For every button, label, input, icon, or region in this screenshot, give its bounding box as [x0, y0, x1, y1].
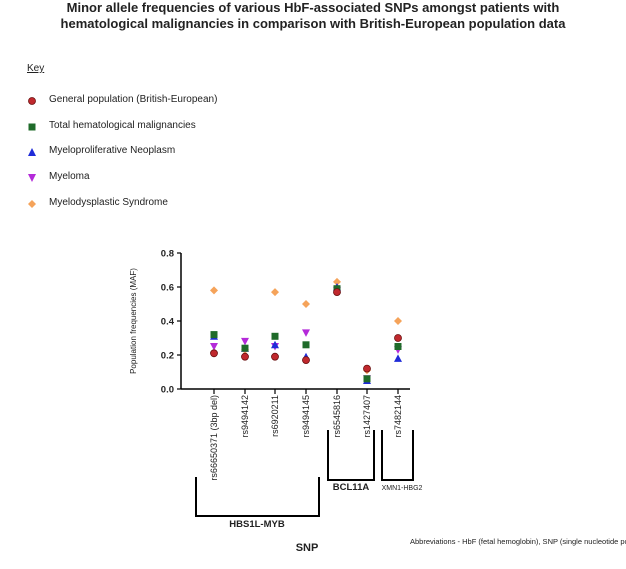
y-tick-label: 0.0 — [161, 385, 174, 396]
x-tick-label: rs1427407 — [362, 395, 372, 438]
data-point-diamond — [271, 288, 279, 297]
y-tick-label: 0.6 — [161, 283, 174, 294]
x-axis-label: SNP — [296, 542, 319, 554]
data-point-circle — [394, 334, 402, 342]
data-point-circle — [241, 352, 249, 361]
data-point-square — [302, 341, 310, 349]
data-point-diamond — [333, 277, 341, 286]
legend-label: Myelodysplastic Syndrome — [49, 197, 168, 208]
data-point-diamond — [210, 286, 218, 295]
data-point-square — [363, 375, 371, 383]
y-tick-label: 0.4 — [161, 317, 175, 328]
legend-marker-circle — [28, 97, 36, 105]
data-point-triangle-down — [210, 343, 218, 351]
data-point-circle — [363, 364, 371, 373]
legend-label: Myeloma — [49, 171, 90, 182]
legend-label: Total hematological malignancies — [49, 120, 196, 131]
x-tick-label: rs9494142 — [240, 395, 250, 438]
abbreviations-note: Abbreviations - HbF (fetal hemoglobin), … — [410, 537, 626, 546]
data-point-circle — [271, 352, 279, 361]
legend-heading: Key — [27, 63, 45, 74]
group-bracket — [327, 430, 375, 481]
data-point-square — [271, 332, 279, 340]
legend-label: General population (British-European) — [49, 94, 218, 105]
group-bracket — [381, 430, 414, 481]
data-point-square — [210, 331, 218, 339]
group-label: XMN1-HBG2 — [382, 485, 423, 492]
group-label: BCL11A — [333, 482, 370, 493]
data-point-triangle-up — [394, 354, 402, 362]
y-tick-label: 0.2 — [161, 351, 174, 362]
legend-marker-triangle-up — [28, 148, 36, 156]
data-point-triangle-down — [302, 329, 310, 337]
x-tick-label: rs6545816 — [332, 395, 342, 438]
legend-marker-triangle-down — [28, 174, 36, 182]
y-axis-label: Population frequencies (MAF) — [129, 268, 138, 374]
data-point-diamond — [394, 317, 402, 325]
x-tick-label: rs6920211 — [270, 395, 280, 437]
x-tick-label: rs7482144 — [393, 395, 403, 438]
legend-marker-square — [28, 123, 36, 131]
data-point-square — [394, 343, 402, 350]
group-bracket — [195, 477, 320, 517]
data-point-square — [241, 344, 249, 352]
legend-marker-diamond — [28, 200, 36, 208]
group-label: HBS1L-MYB — [229, 519, 285, 530]
data-point-triangle-down — [241, 337, 249, 346]
data-point-circle — [210, 349, 218, 358]
data-point-triangle-up — [271, 340, 279, 349]
data-point-diamond — [302, 300, 310, 308]
data-point-circle — [333, 288, 341, 297]
x-tick-label: rs66650371 (3bp del) — [209, 395, 219, 481]
data-point-circle — [302, 356, 310, 365]
x-tick-label: rs9494145 — [301, 395, 311, 438]
y-tick-label: 0.8 — [161, 249, 174, 260]
legend-label: Myeloproliferative Neoplasm — [49, 145, 176, 156]
chart-title: Minor allele frequencies of various HbF-… — [60, 0, 566, 31]
